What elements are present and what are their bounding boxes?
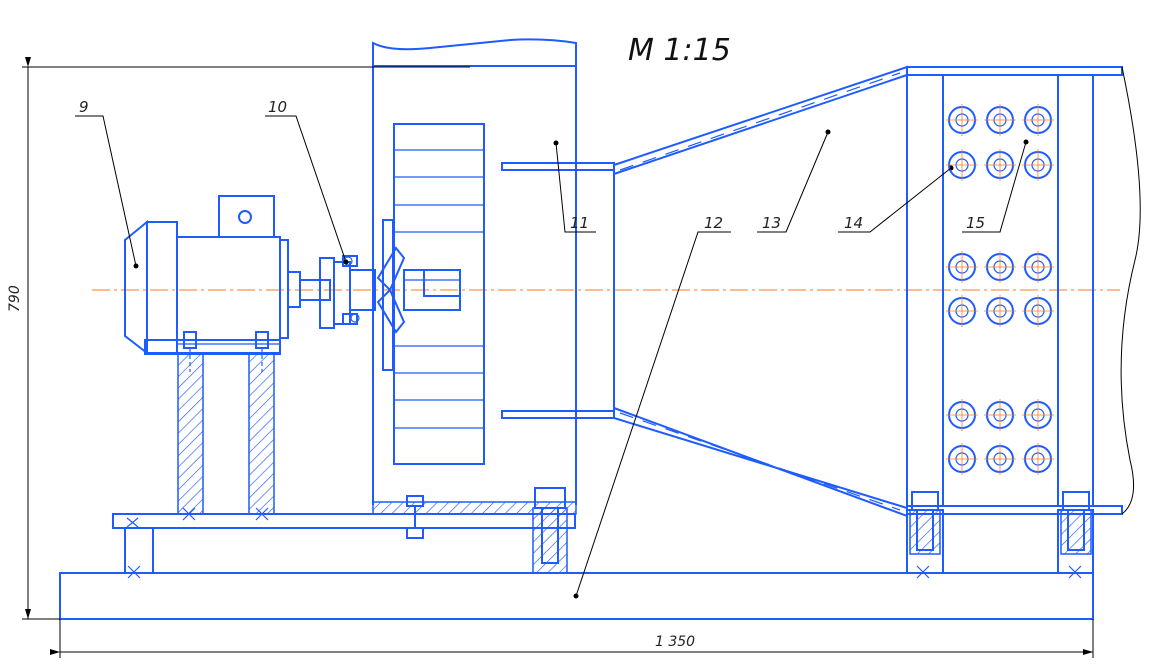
callout-11: 11 — [570, 214, 589, 232]
callout-9: 9 — [79, 98, 89, 116]
inlet-flange — [501, 140, 615, 419]
width-value: 1 350 — [655, 634, 695, 650]
leader-lines — [75, 115, 1027, 597]
anchor-bolts — [406, 487, 1092, 574]
height-dimension: 790 — [7, 57, 470, 620]
impeller — [376, 123, 485, 465]
width-dimension: 1 350 — [50, 619, 1094, 658]
callout-14: 14 — [844, 214, 863, 232]
coupling — [299, 255, 376, 329]
callout-12: 12 — [704, 214, 723, 232]
motor-stand — [177, 331, 275, 515]
callout-15: 15 — [966, 214, 985, 232]
bolt-grid — [946, 104, 1054, 475]
electric-motor — [124, 195, 301, 356]
base-frame — [59, 507, 1094, 620]
height-value: 790 — [7, 285, 23, 312]
callout-13: 13 — [762, 214, 781, 232]
callout-10: 10 — [268, 98, 287, 116]
diffuser-cone — [613, 65, 908, 518]
duct-section — [906, 66, 1141, 515]
scale-title: M 1:15 — [628, 33, 731, 68]
